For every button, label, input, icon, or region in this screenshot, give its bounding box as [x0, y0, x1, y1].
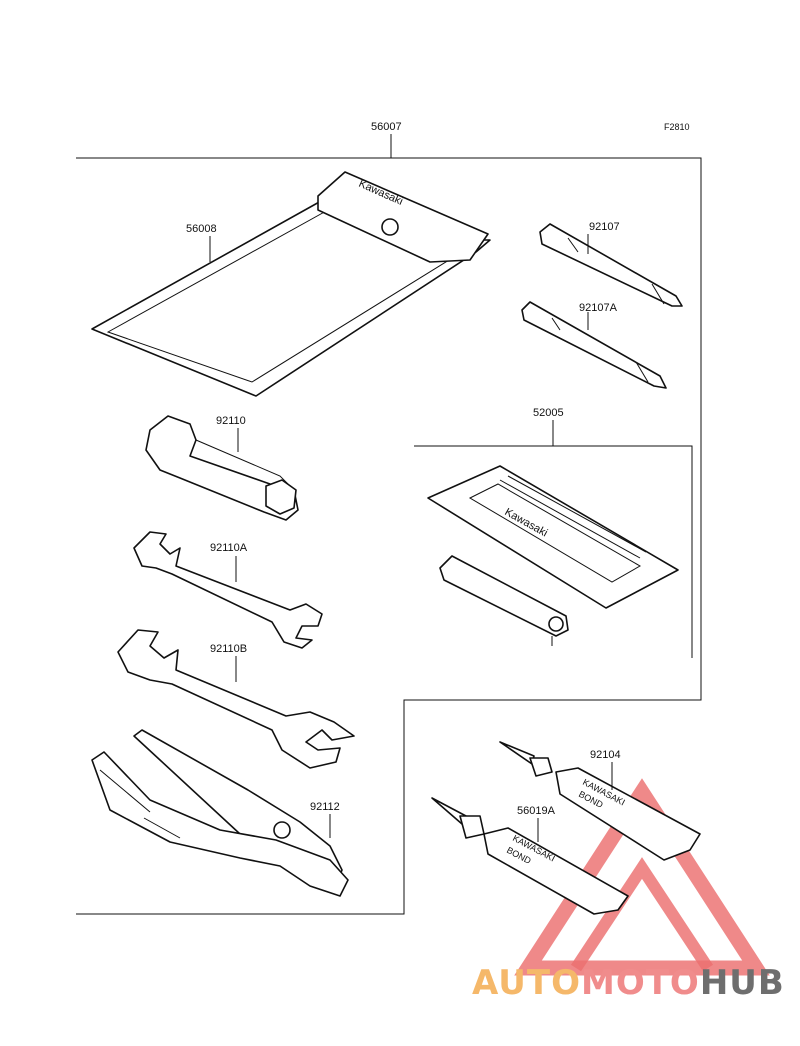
pliers-pivot — [273, 821, 291, 839]
part-56007-label: 56007 — [371, 121, 402, 133]
part-52005-label: 52005 — [533, 407, 564, 419]
pliers — [91, 729, 349, 897]
figure-code: F2810 — [664, 122, 690, 132]
watermark-part-auto: AUTO — [472, 963, 581, 1003]
wrench-small — [133, 531, 323, 649]
kit-outline — [76, 157, 702, 915]
part-56019a-label: 56019A — [517, 805, 556, 817]
part-56008-label: 56008 — [186, 223, 217, 235]
set-parts-outline — [414, 445, 693, 658]
part-92107a-label: 92107A — [579, 302, 618, 314]
instruction-envelope: Kawasaki — [427, 465, 679, 609]
watermark-part-moto: MOTO — [581, 963, 700, 1003]
watermark-part-hub: HUB — [700, 963, 785, 1003]
part-92107-label: 92107 — [589, 221, 620, 233]
tool-pouch: Kawasaki — [91, 171, 491, 397]
screwdriver-92107 — [539, 223, 683, 307]
part-92110a-label: 92110A — [210, 542, 248, 554]
spark-plug-tool — [439, 555, 569, 646]
bond-tube-56019a: KAWASAKI BOND — [431, 797, 629, 915]
bond-tube-92104: KAWASAKI BOND — [499, 741, 701, 861]
part-92112-label: 92112 — [310, 801, 340, 813]
plug-wrench — [145, 415, 299, 521]
part-92110b-label: 92110B — [210, 643, 247, 655]
screwdriver-92107a — [521, 301, 667, 389]
plug-wrench-hex-end — [265, 479, 297, 515]
part-92104-label: 92104 — [590, 749, 621, 761]
watermark-text: AUTOMOTOHUB — [472, 963, 785, 1003]
wrench-large — [117, 629, 355, 769]
pouch-snap-button — [381, 218, 399, 236]
part-92110-label: 92110 — [216, 415, 246, 427]
